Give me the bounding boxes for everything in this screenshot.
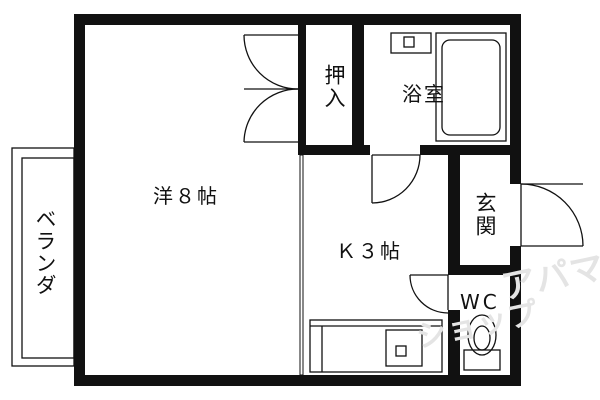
interior-walls xyxy=(298,25,520,380)
label-closet: 押入 xyxy=(322,64,346,110)
kitchen-counter xyxy=(309,319,443,373)
label-bathroom: 浴室 xyxy=(402,82,446,106)
toilet-fixture xyxy=(463,314,501,371)
label-kitchen: Ｋ３帖 xyxy=(336,239,402,263)
label-veranda: ベランダ xyxy=(33,208,57,296)
veranda-outline xyxy=(11,147,75,367)
wc-door xyxy=(409,274,449,314)
outer-walls xyxy=(74,14,521,386)
bathroom-fixtures xyxy=(390,32,507,142)
entrance-door xyxy=(520,183,584,247)
bathroom-door xyxy=(371,154,421,204)
closet-doors xyxy=(243,34,299,143)
label-western-room: 洋８帖 xyxy=(153,184,219,208)
label-toilet: WC xyxy=(460,290,500,314)
label-entrance: 玄関 xyxy=(473,192,497,238)
